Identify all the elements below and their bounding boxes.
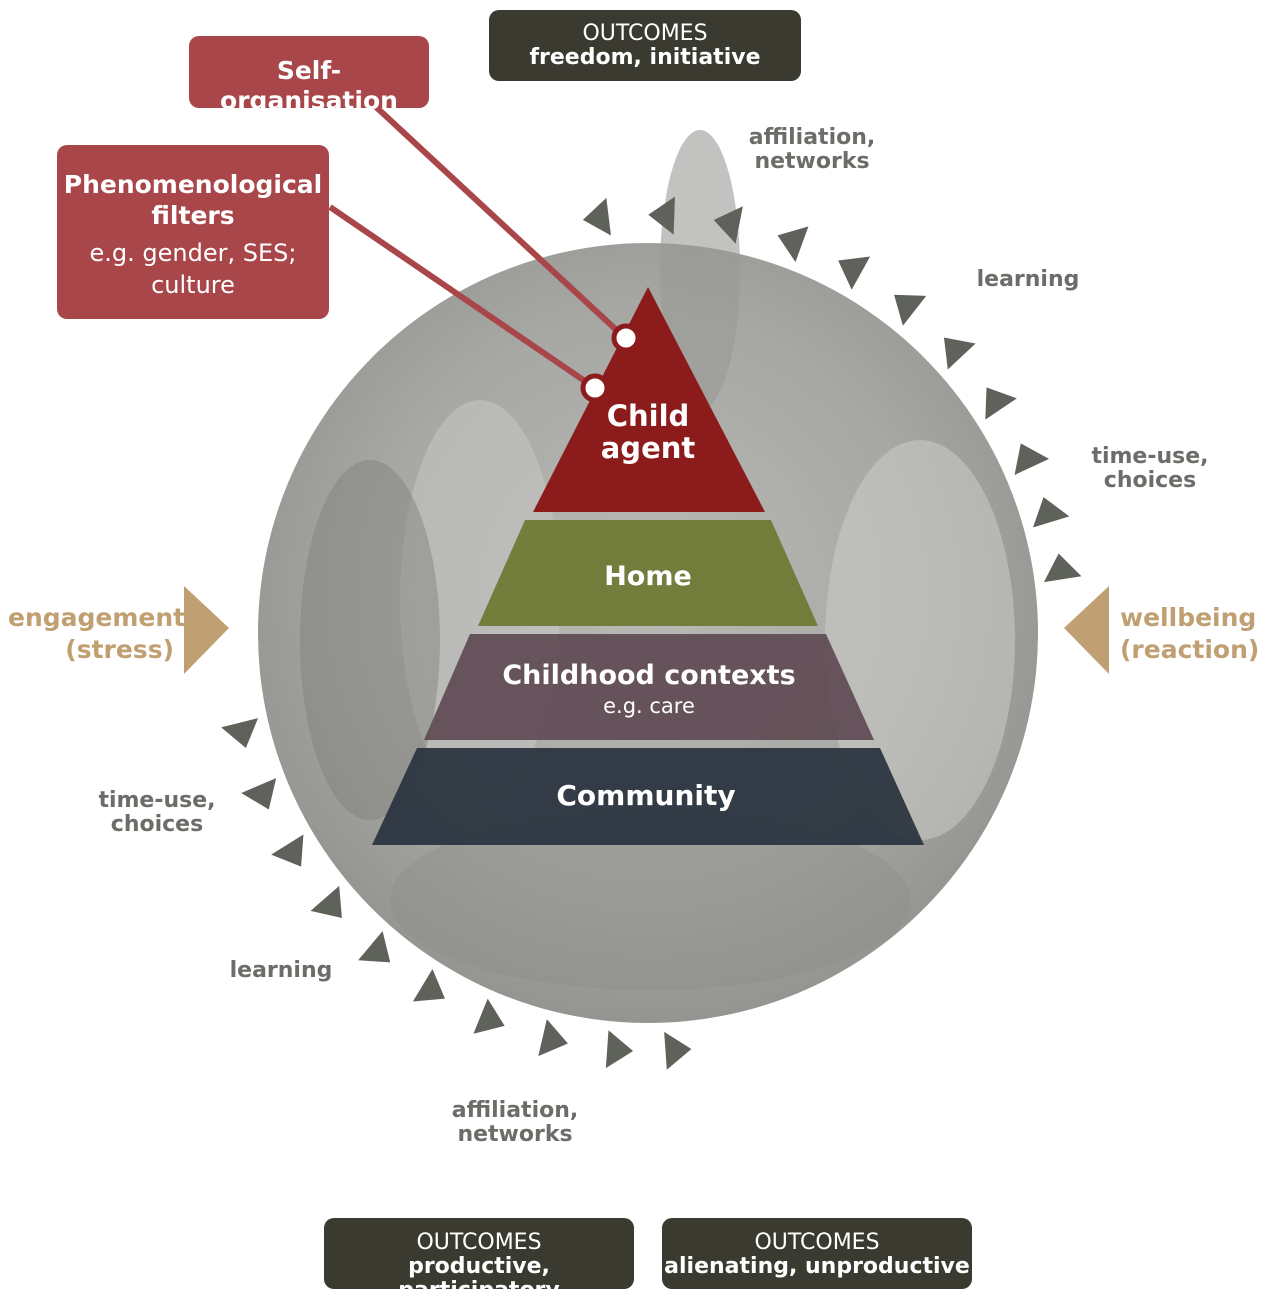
flow-arrow-icon — [838, 256, 871, 290]
right-learning-label: learning — [976, 267, 1080, 292]
right-timeuse-line-2: choices — [1103, 468, 1197, 493]
outcomes-bottom-left-box: OUTCOMES productive, participatory — [324, 1218, 634, 1303]
flow-arrow-icon — [271, 834, 304, 867]
phenomenological-connector — [328, 204, 597, 391]
grass-shape — [390, 810, 910, 990]
flow-arrow-icon — [664, 1031, 692, 1070]
childhood-contexts-layer — [424, 634, 874, 740]
phenomenological-title-1: Phenomenological — [63, 170, 323, 199]
flow-arrow-icon — [1014, 443, 1050, 475]
tree-trunk-shape — [660, 130, 740, 410]
childhood-contexts-sub: e.g. care — [603, 694, 695, 718]
child-agent-label-2: agent — [601, 431, 696, 465]
phenomenological-dot — [580, 373, 610, 403]
outcomes-top-title: OUTCOMES — [582, 21, 708, 46]
flow-arrow-icon — [538, 1019, 568, 1057]
home-layer — [478, 520, 818, 626]
phenomenological-title-2: filters — [151, 201, 235, 230]
flow-arrow-icon — [1032, 497, 1070, 528]
flow-arrow-icon — [985, 387, 1017, 420]
flow-arrow-icon — [241, 778, 277, 810]
outcomes-top-sub: freedom, initiative — [529, 45, 761, 70]
flow-arrow-icon — [605, 1030, 634, 1069]
left-affiliation-line-1: affiliation, — [451, 1098, 579, 1123]
right-affiliation-line-2: networks — [754, 149, 870, 174]
left-affiliation-line-2: networks — [457, 1122, 573, 1147]
phenomenological-sub-2: culture — [151, 271, 235, 299]
outcomes-bottom-right-sub: alienating, unproductive — [664, 1254, 970, 1279]
left-timeuse-line-2: choices — [110, 812, 204, 837]
flow-arrows — [221, 196, 1082, 1070]
flow-arrow-icon — [473, 998, 505, 1034]
home-label: Home — [604, 561, 692, 592]
community-layer — [372, 748, 924, 845]
engagement-line-2: (stress) — [65, 635, 174, 664]
outcomes-bottom-right-box: OUTCOMES alienating, unproductive — [662, 1218, 972, 1289]
flow-arrow-icon — [412, 968, 445, 1002]
flow-arrow-icon — [358, 931, 391, 963]
flow-arrow-icon — [1043, 553, 1082, 583]
child-agent-label-1: Child — [607, 399, 690, 433]
self-organisation-dot — [611, 323, 641, 353]
outcomes-bottom-right-title: OUTCOMES — [754, 1230, 880, 1255]
flow-arrow-icon — [943, 337, 976, 370]
wellbeing-label: wellbeing (reaction) — [1120, 602, 1260, 666]
wellbeing-line-2: (reaction) — [1120, 635, 1260, 664]
outcomes-bottom-left-sub: productive, participatory — [398, 1254, 560, 1303]
engagement-arrow-icon — [184, 586, 229, 674]
wellbeing-line-1: wellbeing — [1120, 603, 1257, 632]
self-organisation-connector — [372, 103, 628, 341]
left-timeuse-label: time-use, choices — [87, 789, 227, 837]
right-affiliation-label: affiliation, networks — [742, 126, 882, 174]
self-organisation-box: Self-organisation — [189, 36, 429, 115]
outcomes-bottom-left-title: OUTCOMES — [416, 1230, 542, 1255]
right-affiliation-line-1: affiliation, — [748, 125, 876, 150]
engagement-line-1: engagement — [8, 603, 186, 632]
left-learning-label: learning — [229, 958, 333, 983]
wellbeing-arrow-icon — [1064, 586, 1109, 674]
engagement-label: engagement (stress) — [8, 602, 186, 666]
flow-arrow-icon — [777, 226, 809, 263]
community-label: Community — [556, 779, 735, 812]
child-figure-shape — [300, 460, 440, 820]
right-timeuse-label: time-use, choices — [1080, 445, 1220, 493]
phenomenological-sub-1: e.g. gender, SES; — [89, 239, 297, 267]
flow-arrow-icon — [713, 206, 743, 244]
child-agent-layer — [533, 287, 765, 512]
flow-arrow-icon — [894, 294, 927, 326]
childhood-contexts-label: Childhood contexts — [502, 660, 795, 691]
flow-arrow-icon — [582, 197, 611, 236]
left-timeuse-line-1: time-use, — [98, 788, 216, 813]
right-timeuse-line-1: time-use, — [1091, 444, 1209, 469]
flow-arrow-icon — [221, 718, 259, 748]
phenomenological-filters-box: Phenomenological filters e.g. gender, SE… — [57, 145, 329, 319]
outcomes-top-box: OUTCOMES freedom, initiative — [489, 10, 801, 81]
left-affiliation-label: affiliation, networks — [445, 1099, 585, 1147]
flow-arrow-icon — [648, 196, 675, 235]
flow-arrow-icon — [310, 885, 342, 919]
